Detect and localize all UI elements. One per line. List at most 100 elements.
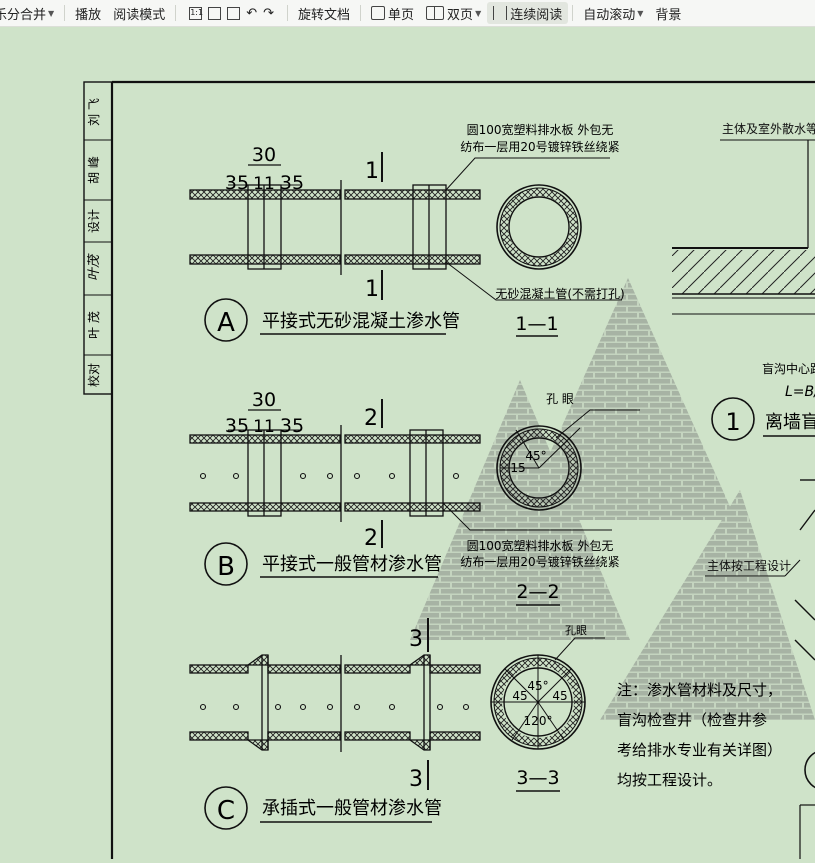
section-mark-3: 3 <box>409 767 423 792</box>
dimension-35: 35 <box>280 415 304 437</box>
title-block-cell: 叶 茂 <box>87 311 101 339</box>
single-page-label: 单页 <box>388 7 415 23</box>
note-line: 考给排水专业有关详图） <box>617 741 782 759</box>
note-b-line2: 纺布一层用20号镀锌铁丝绕紧 <box>460 555 619 569</box>
auto-scroll-menu[interactable]: 自动滚动▼ <box>577 2 649 24</box>
dimension-35: 35 <box>225 415 249 437</box>
signature: 叶茂 <box>87 253 102 281</box>
reading-mode-label: 阅读模式 <box>113 7 166 23</box>
split-merge-label: 乐分合并 <box>0 7 47 23</box>
reader-toolbar: 乐分合并▼ 播放 阅读模式 1:1 ↶ ↷ 旋转文档 单页 双页▼ 连续阅读 自… <box>0 0 815 27</box>
section-mark-1: 1 <box>365 277 379 302</box>
divider <box>572 5 574 21</box>
angle-45: 45 <box>512 689 527 703</box>
continuous-page-icon <box>493 6 508 20</box>
fit-width-icon[interactable] <box>227 6 241 20</box>
pipe-a-drawing <box>189 164 481 275</box>
detail-circle-1: 1 <box>725 408 740 436</box>
note-a-line1: 圆100宽塑料排水板 外包无 <box>467 122 614 137</box>
title-block-cell: 校对 <box>86 363 101 387</box>
pipe-c-drawing <box>189 654 481 752</box>
single-page-icon <box>371 6 386 20</box>
auto-scroll-label: 自动滚动 <box>583 7 636 23</box>
right-top-note: 主体及室外散水等按 <box>722 121 815 136</box>
pipe-b-drawing <box>189 409 481 522</box>
right-detail-1: 盲沟中心距 L=B/ 1 离墙盲 <box>711 361 815 441</box>
split-merge-menu[interactable]: 乐分合并▼ <box>0 2 60 24</box>
reading-mode-button[interactable]: 阅读模式 <box>107 2 171 24</box>
section-mark-3: 3 <box>409 627 423 652</box>
section-label-3: 3—3 <box>516 767 559 789</box>
background-menu[interactable]: 背景 <box>649 2 687 24</box>
watermark-brick-3 <box>600 490 815 720</box>
continuous-reading-button[interactable]: 连续阅读 <box>487 2 569 24</box>
note-b-line1: 圆100宽塑料排水板 外包无 <box>467 538 614 553</box>
section-mark-2: 2 <box>364 526 378 551</box>
rotate-left-icon[interactable]: ↶ <box>246 5 258 21</box>
angle-15: 15 <box>510 461 525 475</box>
dimension-35: 35 <box>280 172 304 194</box>
dimension-35: 35 <box>225 172 249 194</box>
pipe-b-label: 平接式一般管材渗水管 <box>262 554 442 575</box>
dimension-30: 30 <box>252 389 276 411</box>
section-label-2: 2—2 <box>516 581 559 603</box>
angle-45: 45 <box>552 689 567 703</box>
divider <box>64 5 66 21</box>
section-mark-2: 2 <box>364 406 378 431</box>
divider <box>175 5 177 21</box>
detail-circle-c: C <box>217 796 235 826</box>
chevron-down-icon: ▼ <box>475 8 482 18</box>
note-b-top: 孔 眼 <box>546 392 574 406</box>
note-a-bottom: 无砂混凝土管(不需打孔) <box>495 286 624 301</box>
section-3-3 <box>490 637 605 750</box>
double-page-icon <box>426 6 445 20</box>
section-mark-1: 1 <box>365 159 379 184</box>
actual-size-icon[interactable]: 1:1 <box>189 6 203 20</box>
note-line: 均按工程设计。 <box>617 771 722 789</box>
angle-45: 45° <box>525 449 546 463</box>
rotate-right-icon[interactable]: ↷ <box>263 5 275 21</box>
title-block: 刘 飞 胡 峰 设计 叶茂 叶 茂 校对 <box>83 81 113 395</box>
right-detail-lower: 主体按工程设计 <box>705 479 815 859</box>
pipe-b-holes <box>199 472 460 480</box>
right-lower-note: 主体按工程设计 <box>707 558 791 573</box>
note-line: 注：渗水管材料及尺寸， <box>617 681 782 699</box>
rotate-document-label: 旋转文档 <box>298 7 351 23</box>
chevron-down-icon: ▼ <box>48 8 55 18</box>
note-line: 盲沟检查井（检查井参 <box>617 711 767 729</box>
dimension-11: 11 <box>253 417 275 437</box>
title-block-cell: 胡 峰 <box>87 156 101 184</box>
pipe-c-holes <box>199 703 470 711</box>
single-page-button[interactable]: 单页 <box>365 2 420 24</box>
title-block-cell: 刘 飞 <box>87 98 101 126</box>
right-mid-note: 盲沟中心距 <box>762 361 815 376</box>
angle-120: 120° <box>524 714 553 728</box>
continuous-reading-label: 连续阅读 <box>510 7 563 23</box>
right-detail-top: 主体及室外散水等按 <box>672 121 815 315</box>
double-page-button[interactable]: 双页▼ <box>420 2 487 24</box>
section-2-2 <box>442 409 640 531</box>
section-label-1: 1—1 <box>515 313 558 335</box>
pipe-c-label: 承插式一般管材渗水管 <box>262 798 442 819</box>
section-1-1 <box>445 157 622 301</box>
detail-circle-b: B <box>217 552 235 582</box>
detail-circle-a: A <box>217 308 235 338</box>
right-mid-formula: L=B/ <box>785 384 815 400</box>
pipe-a-label: 平接式无砂混凝土渗水管 <box>262 311 460 332</box>
play-label: 播放 <box>75 7 102 23</box>
note-a-line2: 纺布一层用20号镀锌铁丝绕紧 <box>460 140 619 154</box>
dimension-11: 11 <box>253 174 275 194</box>
drawing-canvas: 刘 飞 胡 峰 设计 叶茂 叶 茂 校对 30 35 11 35 1 1 A 平… <box>83 80 815 859</box>
angle-45: 45° <box>527 679 548 693</box>
rotate-document-button[interactable]: 旋转文档 <box>292 2 356 24</box>
document-page: 刘 飞 胡 峰 设计 叶茂 叶 茂 校对 30 35 11 35 1 1 A 平… <box>22 56 815 859</box>
divider <box>287 5 289 21</box>
watermark-brick-2 <box>410 380 630 640</box>
fit-page-icon[interactable] <box>208 6 222 20</box>
note-c-top: 孔眼 <box>565 624 587 637</box>
double-page-label: 双页 <box>447 7 474 23</box>
title-block-cell: 设计 <box>87 209 101 233</box>
play-button[interactable]: 播放 <box>69 2 107 24</box>
background-label: 背景 <box>655 7 682 23</box>
view-icon-group: 1:1 ↶ ↷ <box>180 2 283 24</box>
